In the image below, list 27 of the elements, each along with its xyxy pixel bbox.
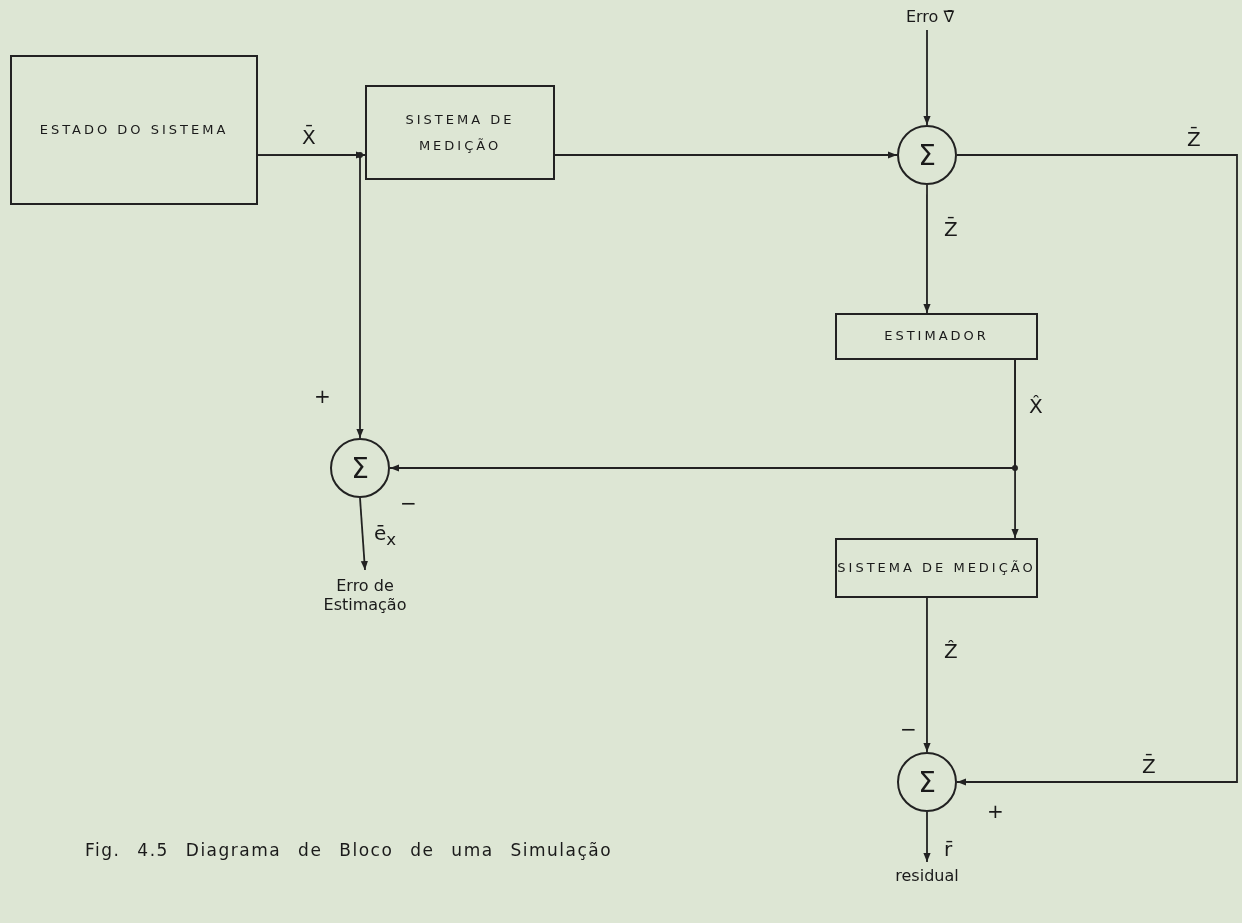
- summing-junction-circle: [897, 752, 957, 812]
- summing-junction-circle: [897, 125, 957, 185]
- arrow: [923, 184, 931, 314]
- block-label: ESTIMADOR: [884, 328, 989, 345]
- sigma-symbol: Σ: [918, 765, 936, 799]
- signal-text: Erro de Estimação: [310, 570, 420, 620]
- block-label: SISTEMA DE MEDIÇÃO: [837, 559, 1036, 577]
- summing-junction-circle: [330, 438, 390, 498]
- block-box: [10, 55, 258, 205]
- figure-caption: Fig. 4.5 Diagrama de Bloco de uma Simulação: [85, 840, 613, 860]
- block-box: [835, 538, 1038, 598]
- arrow: [359, 497, 368, 571]
- block-label: SISTEMA DE MEDIÇÃO: [404, 110, 516, 155]
- sigma-symbol: Σ: [351, 451, 369, 485]
- sigma-symbol: Σ: [918, 138, 936, 172]
- block-box: [365, 85, 555, 180]
- arrow: [923, 811, 931, 863]
- block-box: [835, 313, 1038, 360]
- arrow: [257, 154, 364, 439]
- arrow: [923, 29, 931, 126]
- arrow: [923, 597, 931, 753]
- arrow: [1011, 359, 1019, 539]
- signal-text: residual: [880, 862, 974, 888]
- arrow: [554, 151, 898, 159]
- arrow: [956, 154, 1238, 786]
- signal-text: Erro ∇̄: [880, 2, 980, 30]
- block-label: ESTADO DO SISTEMA: [39, 121, 229, 139]
